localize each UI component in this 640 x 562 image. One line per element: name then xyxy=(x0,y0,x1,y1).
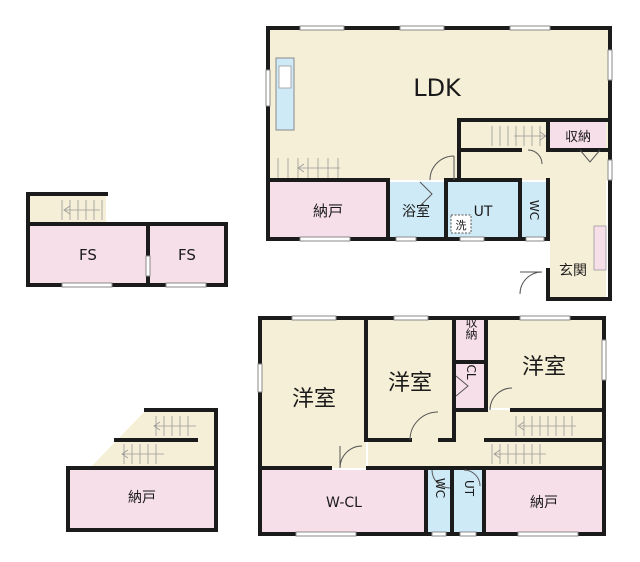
room-label-closet-1f: 収納 xyxy=(565,130,591,145)
room-label-storage-1f: 納戸 xyxy=(313,202,343,220)
stairs-2f xyxy=(491,416,576,464)
storage-2f-top-area xyxy=(456,320,486,362)
room-label-wc-1f: WC xyxy=(527,200,541,220)
western-right-area xyxy=(488,320,602,408)
room-label-western-right: 洋室 xyxy=(522,355,566,380)
room-label-entrance: 玄関 xyxy=(559,262,587,279)
room-label-washer: 洗 xyxy=(456,219,467,232)
room-label-utility-2f: UT xyxy=(462,480,476,497)
room-label-western-left: 洋室 xyxy=(292,387,336,412)
room-label-bath: 浴室 xyxy=(402,203,430,220)
room-label-storage-small: 納戸 xyxy=(128,490,156,506)
room-label-wc-2f: WC xyxy=(433,478,447,498)
wcl-area xyxy=(262,470,426,532)
room-label-ldk: LDK xyxy=(413,74,462,102)
stairs-1f-left xyxy=(277,158,340,178)
wc-1f-area xyxy=(521,182,547,237)
western-left-area xyxy=(262,320,366,468)
storage-1f-area xyxy=(270,182,387,237)
closet-1f-area xyxy=(550,122,606,150)
shoe-cabinet xyxy=(593,225,607,271)
stairs-fs xyxy=(61,200,103,220)
walls-small xyxy=(66,408,218,532)
first-floor: LDK 納戸 浴室 UT 洗 WC 収納 玄関 xyxy=(265,25,613,301)
hall-1f-area xyxy=(550,150,606,297)
cl-area xyxy=(456,364,486,410)
fs-left-area xyxy=(30,226,146,283)
room-label-storage-2f-top: 収納 xyxy=(464,316,478,340)
room-label-fs-left: FS xyxy=(79,246,97,264)
windows-fs xyxy=(61,255,207,288)
small-storage-floor: 納戸 xyxy=(66,408,218,532)
fs-right-area xyxy=(150,226,224,283)
room-label-western-center: 洋室 xyxy=(388,371,432,396)
washer-box xyxy=(450,214,472,234)
windows-2f xyxy=(257,315,607,537)
room-label-fs-right: FS xyxy=(178,246,196,264)
wc-2f-area xyxy=(428,470,452,532)
room-label-cl: CL xyxy=(464,364,478,379)
kitchen-sink xyxy=(278,65,292,89)
room-label-utility-1f: UT xyxy=(474,204,493,220)
room-label-storage-2f: 納戸 xyxy=(530,495,558,511)
stairs-1f-right xyxy=(491,126,547,146)
doors-2f xyxy=(339,375,513,489)
stairs-small xyxy=(121,416,196,464)
storage-2f-area xyxy=(486,470,602,532)
fs-floor: FS FS xyxy=(26,192,228,288)
doors-1f xyxy=(419,149,601,295)
bath-area xyxy=(389,182,445,237)
small-storage-area xyxy=(70,470,214,528)
second-floor: 洋室 洋室 洋室 収納 CL W-CL WC UT 納戸 xyxy=(257,315,607,537)
room-label-wcl: W-CL xyxy=(326,495,362,511)
windows-1f xyxy=(265,25,613,242)
